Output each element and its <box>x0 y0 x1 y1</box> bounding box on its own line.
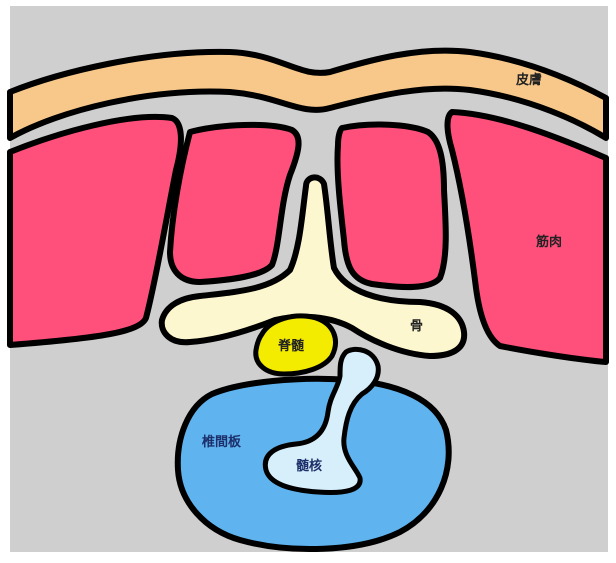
muscle-inner-right <box>337 125 445 288</box>
bone-label: 骨 <box>410 319 423 334</box>
muscle-label: 筋肉 <box>535 234 562 250</box>
intervertebral-disc-label: 椎間板 <box>201 434 242 450</box>
spinal-cord-label: 脊髄 <box>277 338 304 354</box>
nucleus-label: 髄核 <box>296 458 322 474</box>
skin-label: 皮膚 <box>515 72 542 88</box>
